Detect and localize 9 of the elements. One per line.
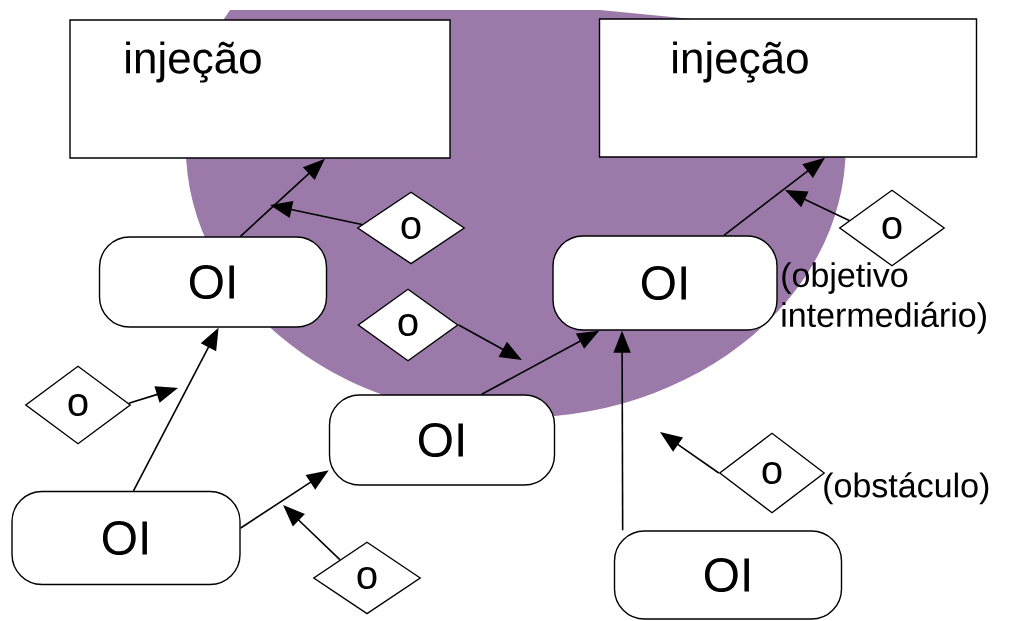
arrow <box>283 505 341 561</box>
rounded-box: OI <box>552 235 778 331</box>
rounded-box: OI <box>613 530 843 620</box>
rounded-box: OI <box>328 394 556 486</box>
rounded-box: OI <box>98 236 328 328</box>
annotation-label: (obstáculo) <box>824 472 989 505</box>
process-box: injeção <box>69 19 451 159</box>
process-box: injeção <box>598 18 978 158</box>
rounded-box: OI <box>11 490 241 586</box>
